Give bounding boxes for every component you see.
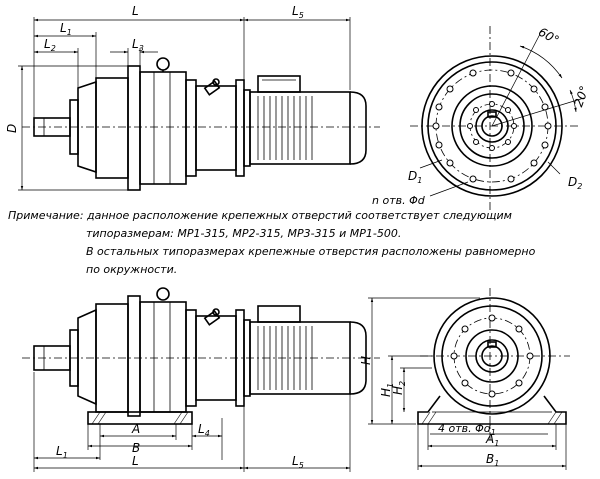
dim-L5-bottom: L5 [292,454,304,470]
dim-L-top: L [132,4,139,18]
dim-L3-top: L3 [132,37,144,53]
dim-L1-bottom: L1 [56,444,68,460]
lifting-eye-bolt-foot [156,287,170,301]
dim-B: B [132,441,140,455]
inner-holes [467,101,517,151]
dim-H2: H2 [391,381,407,395]
front-bolt-holes [450,314,534,398]
dim-D: D [5,124,19,133]
dim-L2-top: L2 [44,37,56,53]
foot-holes-label: 4 отв. Φd1 [438,422,496,437]
top-view-dimensions: L L5 L1 L2 L3 D [5,4,351,191]
note-line-1: Примечание: данное расположение крепежны… [8,209,512,222]
angle-20: 20° [571,84,591,109]
bottom-view-dimensions: A B L4 L1 L L5 [33,372,351,472]
breather-plug-foot [203,308,221,326]
foot-front-dimensions: H H1 H2 4 отв. Φd1 A1 B1 [359,297,567,470]
breather-plug [203,78,221,96]
note-line-3: В остальных типоразмерах крепежные отвер… [86,245,536,258]
electric-motor [243,89,251,167]
dim-L4: L4 [198,422,210,438]
flange-gearmotor-side-view [22,57,380,191]
flange-front-view: 60° 20° D1 D2 n отв. Φd [372,25,592,210]
flange-bolt-holes [432,69,552,183]
foot-gearmotor-side-view [22,287,380,425]
lifting-eye-bolt [156,57,170,71]
dim-L1-top: L1 [60,21,72,37]
mounting-foot [87,411,193,425]
dim-D1: D1 [408,169,422,185]
note-line-4: по окружности. [86,263,178,276]
gear-housing [95,77,129,179]
dim-D2: D2 [568,175,582,191]
flange-holes-label: n отв. Φd [372,194,426,207]
dim-A: A [131,422,140,436]
angle-60: 60° [536,25,561,48]
note-line-2: типоразмерам: МР1-315, МР2-315, МР3-315 … [86,227,402,240]
dim-H1: H1 [379,383,395,397]
foot-base-front [417,395,567,425]
dim-B1: B1 [486,452,499,468]
terminal-box [257,75,301,93]
foot-front-view [417,288,570,440]
dim-L5-top: L5 [292,4,304,20]
dim-L-bottom: L [132,454,139,468]
dim-H: H [359,356,373,365]
dim-A1: A1 [485,432,499,448]
